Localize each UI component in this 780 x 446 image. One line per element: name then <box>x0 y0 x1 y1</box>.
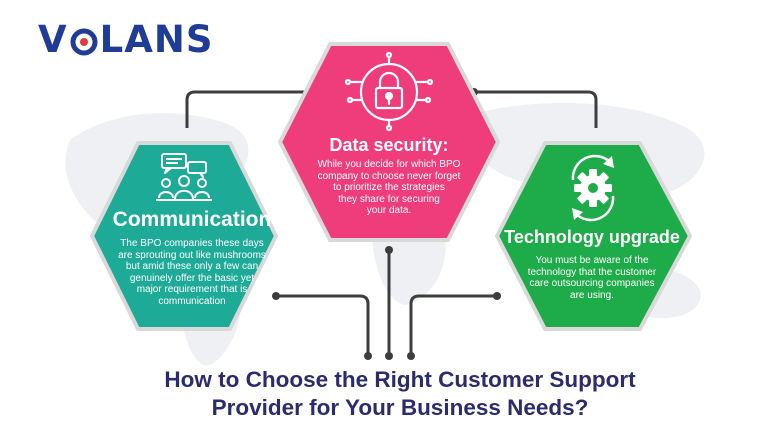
technology-upgrade-description: You must be aware of the technology that… <box>527 255 657 301</box>
technology-upgrade-content: Technology upgrade You must be aware of … <box>492 227 692 301</box>
gear-cycle-icon <box>571 154 615 222</box>
technology-upgrade-hexagon <box>495 141 692 331</box>
data-security-content: Data security: While you decide for whic… <box>290 135 488 217</box>
connector-dot <box>272 292 280 300</box>
data-security-title: Data security: <box>329 135 449 155</box>
connector-tech-bottom <box>409 294 497 356</box>
connector-dot <box>364 352 372 360</box>
connector-security-to-tech <box>474 90 598 128</box>
connector-dot <box>385 352 393 360</box>
connector-dot <box>407 352 415 360</box>
data-security-description: While you decide for which BPO company t… <box>317 159 461 217</box>
connector-dot <box>493 292 501 300</box>
connector-comm-to-security <box>185 90 310 128</box>
connector-comm-bottom <box>276 294 370 356</box>
padlock-circuit-icon <box>344 51 434 132</box>
logo-o-mark <box>69 25 99 56</box>
volans-logo: V LANS <box>38 18 214 61</box>
communication-hexagon <box>90 141 278 331</box>
communication-description: The BPO companies these days are sprouti… <box>118 238 266 307</box>
connector-dot <box>385 246 393 254</box>
communication-content: Communication The BPO companies these da… <box>98 208 286 308</box>
communication-title: Communication <box>112 208 272 231</box>
chat-group-icon <box>156 153 212 201</box>
data-security-hexagon <box>278 42 500 242</box>
technology-upgrade-title: Technology upgrade <box>504 227 680 247</box>
page-headline: How to Choose the Right Customer Support… <box>164 367 636 420</box>
